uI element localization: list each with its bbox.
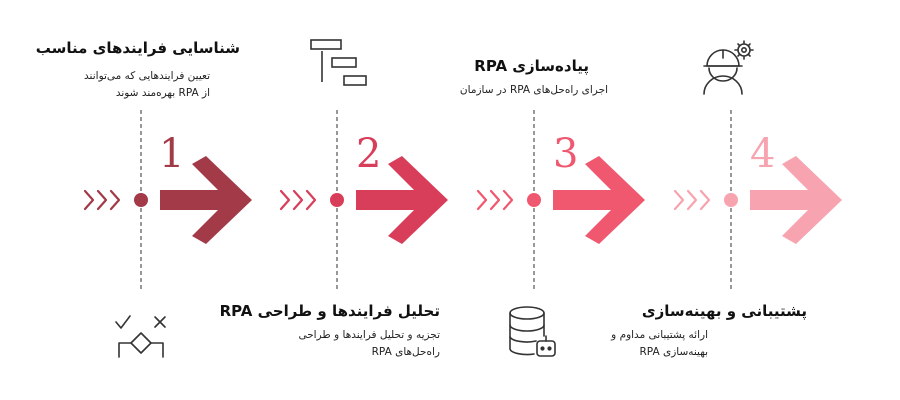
dot-2 xyxy=(330,193,344,207)
chevrons-3 xyxy=(476,189,514,211)
chevrons-2 xyxy=(279,189,317,211)
step-2-title: تحلیل فرایندها و طراحی RPA xyxy=(219,302,440,320)
step-1-description-line-1: تعیین فرایندهایی که می‌توانند xyxy=(84,70,210,82)
step-4-title: پشتیبانی و بهینه‌سازی xyxy=(641,302,807,320)
step-1-description-line-2: از RPA بهره‌مند شوند xyxy=(115,87,210,99)
chevrons-1 xyxy=(83,189,121,211)
database-bot-icon xyxy=(509,306,556,357)
step-1-title: شناسایی فرایندهای مناسب xyxy=(35,39,240,57)
decision-flow-icon xyxy=(115,315,166,358)
step-1-arrow xyxy=(83,156,252,244)
gantt-chart-icon xyxy=(310,39,367,86)
step-4-description: ارائه پشتیبانی مداوم و بهینه‌سازی RPA xyxy=(611,327,708,361)
step-2-description: تجزیه و تحلیل فرایندها و طراحی راه‌حل‌ها… xyxy=(298,327,440,361)
step-3-description-line-1: اجرای راه‌حل‌های RPA در سازمان xyxy=(459,84,608,96)
step-4-arrow xyxy=(673,156,842,244)
chevrons-4 xyxy=(673,189,711,211)
step-2-arrow xyxy=(279,156,448,244)
step-number-3: 3 xyxy=(553,131,579,177)
step-2-description-line-1: تجزیه و تحلیل فرایندها و طراحی xyxy=(298,329,440,341)
step-number-2: 2 xyxy=(356,131,382,177)
step-4-description-line-1: ارائه پشتیبانی مداوم و xyxy=(611,329,708,341)
step-3-description: اجرای راه‌حل‌های RPA در سازمان xyxy=(460,82,608,99)
step-4-description-line-2: بهینه‌سازی RPA xyxy=(639,346,709,358)
step-number-1: 1 xyxy=(159,131,185,177)
dot-3 xyxy=(527,193,541,207)
dot-4 xyxy=(724,193,738,207)
step-2-description-line-2: راه‌حل‌های RPA xyxy=(371,346,440,358)
step-1-description: تعیین فرایندهایی که می‌توانند از RPA بهر… xyxy=(84,68,210,102)
step-3-title: پیاده‌سازی RPA xyxy=(474,57,589,75)
step-number-4: 4 xyxy=(750,131,776,177)
dot-1 xyxy=(134,193,148,207)
engineer-gear-icon xyxy=(703,40,754,95)
step-3-arrow xyxy=(476,156,645,244)
